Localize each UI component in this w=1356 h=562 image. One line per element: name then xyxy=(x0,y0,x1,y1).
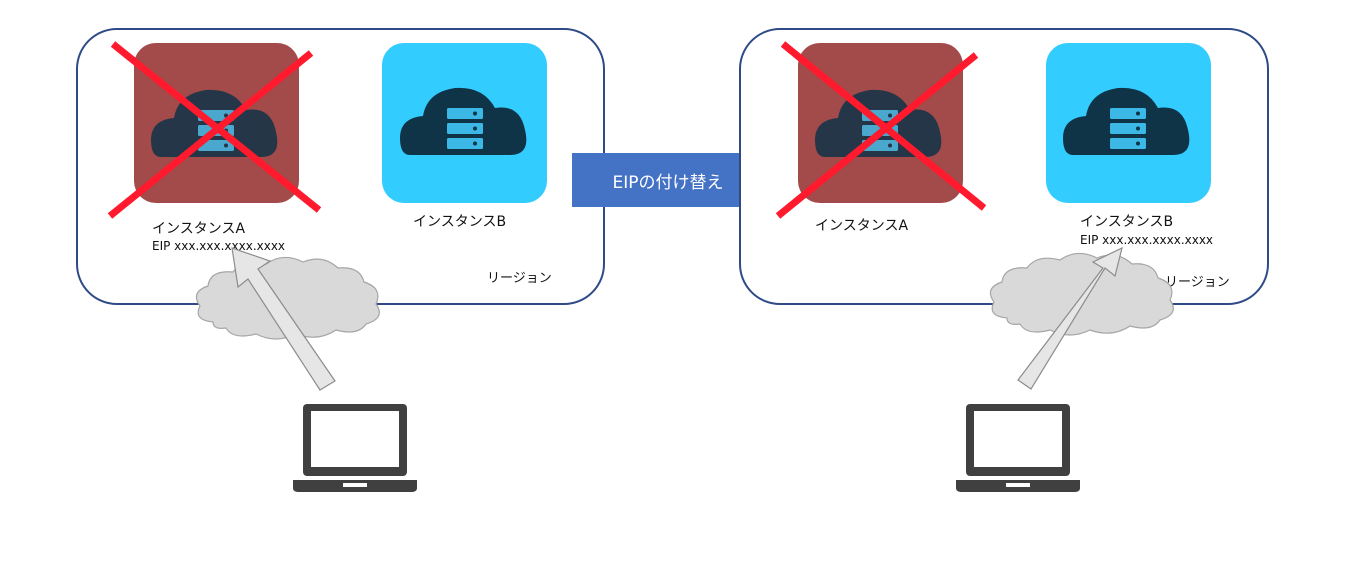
instance-b-name-after: インスタンスB xyxy=(1080,214,1173,230)
instance-b-eip-after: EIP xxx.xxx.xxxx.xxxx xyxy=(1080,233,1213,247)
instance-a-name-before: インスタンスA xyxy=(152,221,245,237)
instance-a-eip-before: EIP xxx.xxx.xxxx.xxxx xyxy=(152,239,285,253)
access-arrow-icon-after xyxy=(1017,246,1123,390)
access-arrow-icon-before xyxy=(231,247,336,391)
region-label-before: リージョン xyxy=(487,271,552,286)
instance-b-name-before: インスタンスB xyxy=(413,214,506,230)
instance-b-after xyxy=(1046,43,1211,203)
laptop-icon xyxy=(956,404,1080,492)
region-label-after: リージョン xyxy=(1165,275,1230,290)
instance-a-before xyxy=(107,41,322,219)
transition-label: EIPの付け替え xyxy=(612,173,723,193)
instance-b-before xyxy=(382,43,547,203)
instance-a-after xyxy=(775,41,987,219)
instance-a-name-after: インスタンスA xyxy=(815,218,908,234)
laptop-icon xyxy=(293,404,417,492)
